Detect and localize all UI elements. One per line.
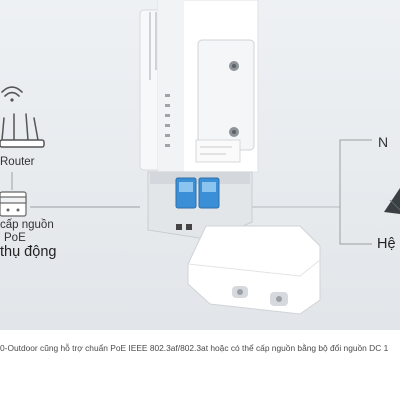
router-label: Router (0, 156, 35, 168)
poe-injector-icon (0, 191, 27, 217)
device-diagram (0, 0, 400, 315)
router-icon (0, 113, 45, 148)
product-label (195, 139, 241, 163)
poe-label-line1: cấp nguồn (0, 219, 54, 231)
caption-area (0, 330, 400, 400)
led-indicators (165, 94, 170, 147)
caption-text: 0-Outdoor cũng hỗ trợ chuẩn PoE IEEE 802… (0, 343, 389, 353)
mounting-plate (197, 39, 255, 151)
product-illustration: Router cấp nguồn PoE thụ động N Hệ (0, 0, 400, 330)
solar-panel-icon (384, 188, 400, 214)
right-bracket-line (339, 139, 372, 245)
poe-label-line2: PoE (4, 232, 26, 244)
passive-label: thụ động (0, 244, 57, 260)
right-top-label: N (378, 134, 389, 150)
right-bottom-label: Hệ (377, 236, 396, 252)
bottom-cover (187, 225, 321, 315)
wifi-icon (1, 86, 23, 102)
ethernet-ports (175, 177, 220, 209)
